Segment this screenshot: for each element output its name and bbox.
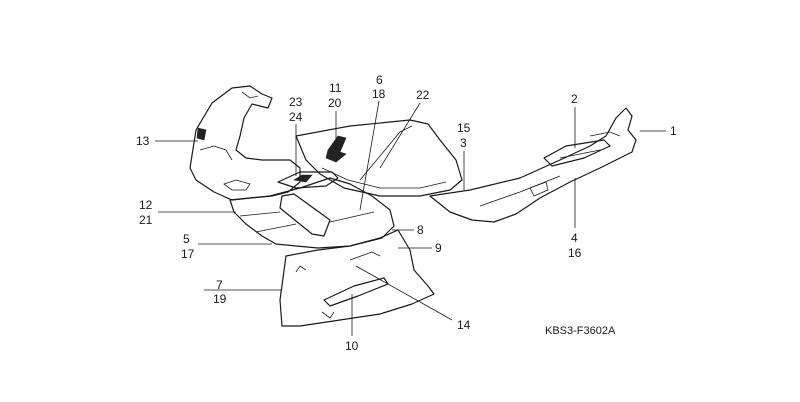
lower-cowl xyxy=(279,229,435,327)
callout-9: 9 xyxy=(435,241,442,255)
callout-12: 12 xyxy=(139,198,153,212)
middle-cowl xyxy=(229,177,395,249)
callout-10: 10 xyxy=(345,339,359,353)
callout-15: 15 xyxy=(457,121,471,135)
callout-labels: 1 2 15 3 4 16 5 17 6 18 7 19 8 9 10 11 2… xyxy=(136,73,677,353)
callout-24: 24 xyxy=(289,110,303,124)
callout-5: 5 xyxy=(183,232,190,246)
callout-14: 14 xyxy=(457,318,471,332)
callout-20: 20 xyxy=(328,96,342,110)
callout-2: 2 xyxy=(571,92,578,106)
callout-23: 23 xyxy=(289,95,303,109)
callout-4: 4 xyxy=(571,231,578,245)
callout-1: 1 xyxy=(670,124,677,138)
upper-cowl xyxy=(189,85,301,201)
callout-16: 16 xyxy=(568,246,582,260)
callout-18: 18 xyxy=(372,87,386,101)
callout-17: 17 xyxy=(181,247,195,261)
callout-22: 22 xyxy=(416,88,430,102)
diagram-code: KBS3-F3602A xyxy=(545,325,616,337)
callout-8: 8 xyxy=(417,223,424,237)
leader-lines xyxy=(155,100,666,336)
callout-21: 21 xyxy=(139,213,153,227)
callout-19: 19 xyxy=(213,292,227,306)
callout-11: 11 xyxy=(329,81,342,95)
callout-6: 6 xyxy=(376,73,383,87)
emblem xyxy=(277,171,339,189)
rear-cowl xyxy=(429,107,637,223)
callout-3: 3 xyxy=(460,136,467,150)
callout-7: 7 xyxy=(216,278,223,292)
fuel-tank xyxy=(295,119,463,197)
callout-13: 13 xyxy=(136,134,150,148)
